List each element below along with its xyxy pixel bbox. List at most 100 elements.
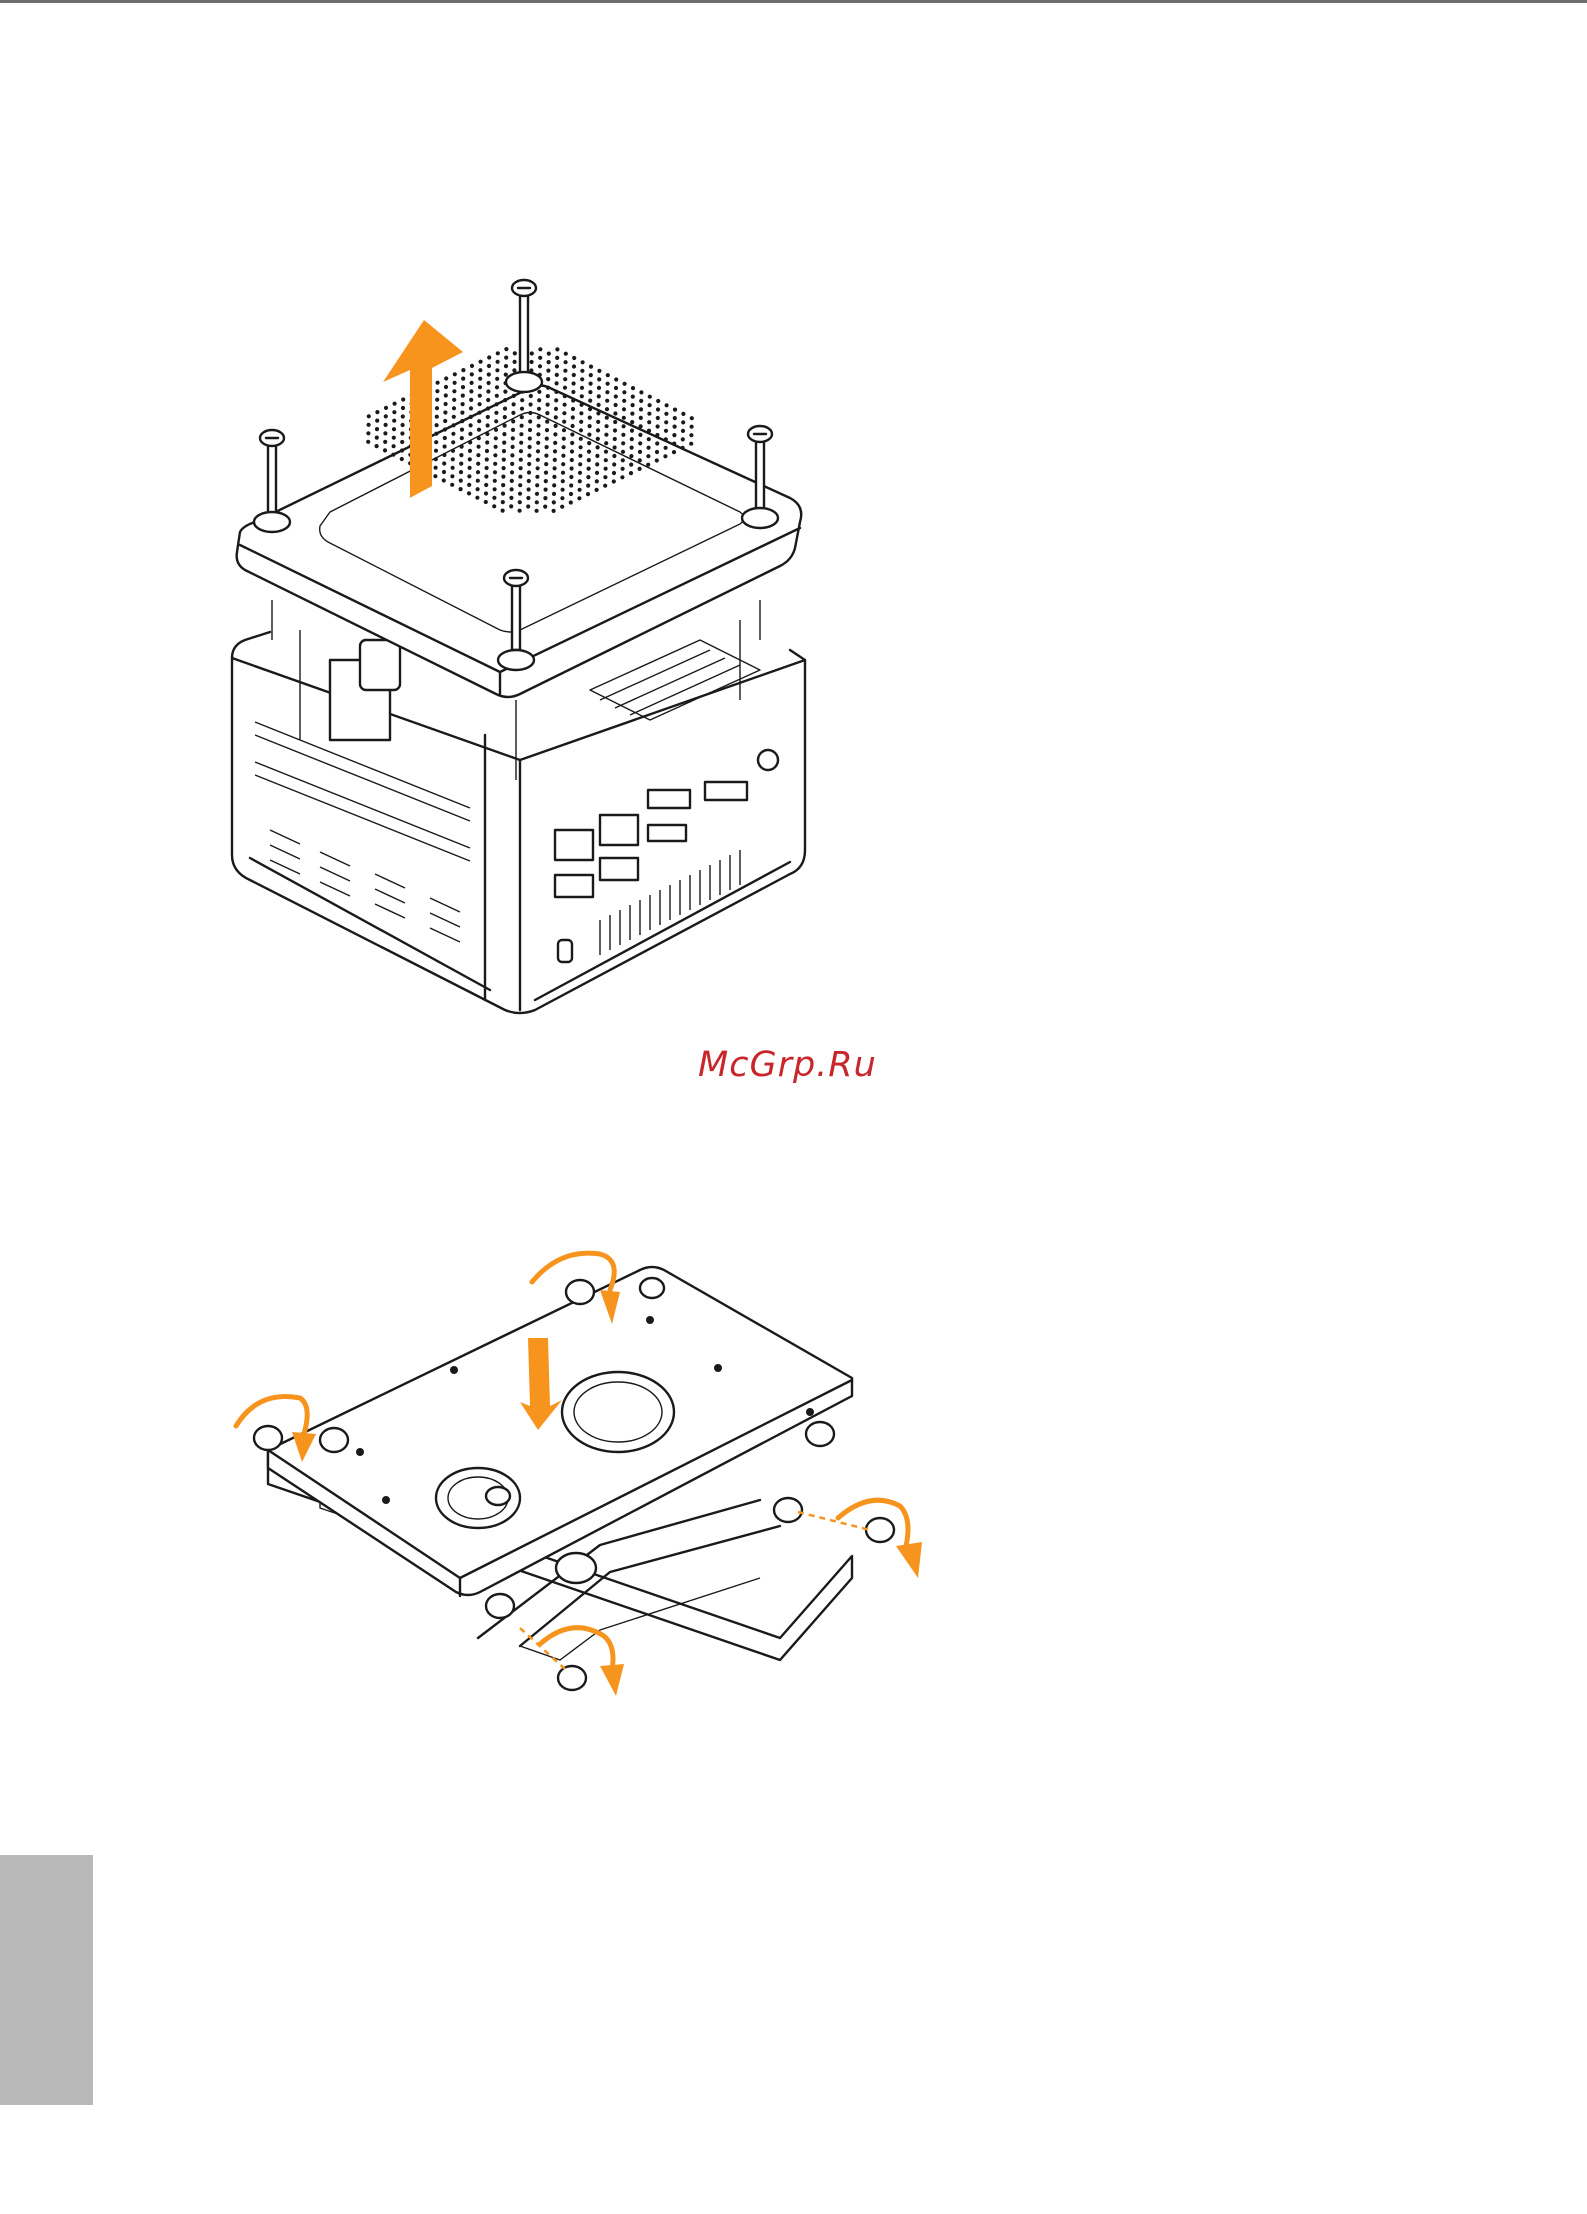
vent-hole bbox=[545, 420, 549, 424]
vent-hole bbox=[400, 457, 404, 461]
vent-hole bbox=[570, 441, 574, 445]
vent-hole bbox=[595, 471, 599, 475]
vent-hole bbox=[604, 450, 608, 454]
vent-hole bbox=[553, 449, 557, 453]
vent-hole bbox=[613, 437, 617, 441]
vent-hole bbox=[528, 436, 532, 440]
vent-hole bbox=[622, 399, 626, 403]
vent-hole bbox=[459, 470, 463, 474]
vent-hole bbox=[563, 369, 567, 373]
vent-hole bbox=[571, 415, 575, 419]
vent-hole bbox=[485, 440, 489, 444]
vent-hole bbox=[509, 496, 513, 500]
vent-hole bbox=[460, 419, 464, 423]
vent-hole bbox=[400, 440, 404, 444]
vent-hole bbox=[614, 394, 618, 398]
vent-hole bbox=[492, 496, 496, 500]
vent-hole bbox=[487, 364, 491, 368]
vent-hole bbox=[495, 402, 499, 406]
vent-hole bbox=[664, 437, 668, 441]
vent-hole bbox=[444, 402, 448, 406]
vent-hole bbox=[485, 457, 489, 461]
hdd-bracket-figure bbox=[0, 1200, 1587, 1720]
vent-hole bbox=[536, 458, 540, 462]
vent-hole bbox=[503, 398, 507, 402]
vent-hole bbox=[564, 360, 568, 364]
vent-hole bbox=[452, 423, 456, 427]
vent-hole bbox=[552, 475, 556, 479]
vent-hole bbox=[468, 432, 472, 436]
vent-hole bbox=[580, 403, 584, 407]
vent-hole bbox=[501, 483, 505, 487]
vent-hole bbox=[510, 470, 514, 474]
vent-hole bbox=[562, 445, 566, 449]
vent-hole bbox=[461, 385, 465, 389]
vent-hole bbox=[554, 424, 558, 428]
vent-hole bbox=[442, 478, 446, 482]
vent-hole bbox=[468, 466, 472, 470]
vent-hole bbox=[569, 492, 573, 496]
vent-hole bbox=[612, 479, 616, 483]
vent-hole bbox=[655, 458, 659, 462]
vent-hole bbox=[553, 458, 557, 462]
vent-hole bbox=[604, 458, 608, 462]
vent-hole bbox=[665, 403, 669, 407]
vent-hole bbox=[571, 390, 575, 394]
vent-hole bbox=[535, 500, 539, 504]
vent-hole bbox=[510, 479, 514, 483]
vent-hole bbox=[494, 436, 498, 440]
vent-hole bbox=[544, 471, 548, 475]
vent-hole bbox=[451, 432, 455, 436]
vent-hole bbox=[391, 453, 395, 457]
vent-hole bbox=[478, 394, 482, 398]
vent-hole bbox=[383, 431, 387, 435]
vent-hole bbox=[436, 381, 440, 385]
vent-hole bbox=[554, 407, 558, 411]
vent-hole bbox=[375, 410, 379, 414]
vent-hole bbox=[528, 428, 532, 432]
vent-hole bbox=[375, 419, 379, 423]
vent-hole bbox=[461, 394, 465, 398]
vent-hole bbox=[544, 454, 548, 458]
vent-hole bbox=[572, 381, 576, 385]
vent-hole bbox=[595, 462, 599, 466]
vent-hole bbox=[588, 399, 592, 403]
vent-hole bbox=[443, 444, 447, 448]
vent-hole bbox=[392, 444, 396, 448]
vent-hole bbox=[547, 360, 551, 364]
vent-hole bbox=[614, 386, 618, 390]
vent-hole bbox=[648, 403, 652, 407]
vent-hole bbox=[538, 347, 542, 351]
vent-hole bbox=[580, 386, 584, 390]
vent-hole bbox=[434, 432, 438, 436]
vent-hole bbox=[552, 509, 556, 513]
vent-hole bbox=[460, 445, 464, 449]
vent-hole bbox=[563, 394, 567, 398]
vent-hole bbox=[486, 398, 490, 402]
vent-hole bbox=[622, 390, 626, 394]
vent-hole bbox=[578, 479, 582, 483]
vent-hole bbox=[384, 414, 388, 418]
vent-hole bbox=[622, 416, 626, 420]
vent-hole bbox=[493, 453, 497, 457]
vent-hole bbox=[546, 369, 550, 373]
vent-hole bbox=[656, 416, 660, 420]
vent-hole bbox=[401, 397, 405, 401]
vent-hole bbox=[461, 368, 465, 372]
vent-hole bbox=[630, 437, 634, 441]
vent-hole bbox=[461, 402, 465, 406]
vent-hole bbox=[504, 347, 508, 351]
vent-hole bbox=[672, 433, 676, 437]
chassis-cover-removal-figure bbox=[0, 0, 1587, 1040]
vent-hole bbox=[528, 419, 532, 423]
vent-hole bbox=[544, 462, 548, 466]
vent-hole bbox=[511, 419, 515, 423]
vent-hole bbox=[622, 407, 626, 411]
vent-hole bbox=[630, 429, 634, 433]
vent-hole bbox=[502, 449, 506, 453]
vent-hole bbox=[546, 386, 550, 390]
vent-hole bbox=[443, 436, 447, 440]
vent-hole bbox=[554, 390, 558, 394]
vent-hole bbox=[579, 428, 583, 432]
vent-hole bbox=[578, 454, 582, 458]
